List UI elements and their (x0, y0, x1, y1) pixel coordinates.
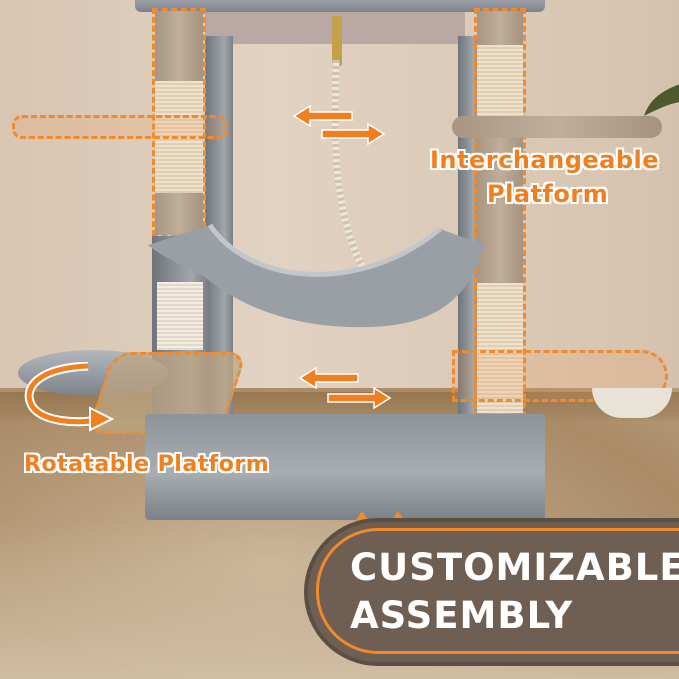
hammock (148, 223, 485, 328)
plant-leaf-icon (644, 84, 679, 116)
banner-headline: CUSTOMIZABLE ASSEMBLY (350, 544, 679, 640)
post-right-sisal-lower (477, 283, 523, 413)
rope-holder (332, 16, 342, 66)
top-arrows-icon (292, 104, 386, 146)
label-rotatable-platform: Rotatable Platform (24, 452, 270, 477)
post-right-sisal-upper (477, 45, 523, 123)
banner-ear-right-icon (390, 511, 406, 523)
banner-line2: ASSEMBLY (350, 594, 574, 637)
rope-toy (331, 60, 373, 282)
banner-ear-left-icon (354, 511, 370, 523)
top-platform (135, 0, 545, 12)
rotate-arrow-icon (24, 362, 115, 432)
platform-interchangeable (452, 116, 662, 138)
post-right-plush-mid (477, 123, 523, 283)
post-left-plush-mid (155, 193, 203, 235)
post-left-plush-top (155, 11, 203, 81)
banner-line1: CUSTOMIZABLE (350, 546, 679, 589)
label-interchangeable-line2: Platform (487, 180, 609, 208)
middle-arrows-icon (298, 366, 392, 410)
banner-orange-outline (316, 528, 679, 654)
base-platform (145, 414, 545, 520)
platform-ghost-left (12, 115, 228, 139)
label-interchangeable-line1: Interchangeable (430, 146, 660, 174)
post-left-sisal-white (157, 282, 203, 350)
post-right-plush-top (477, 11, 523, 45)
headline-banner: CUSTOMIZABLE ASSEMBLY (308, 522, 679, 662)
